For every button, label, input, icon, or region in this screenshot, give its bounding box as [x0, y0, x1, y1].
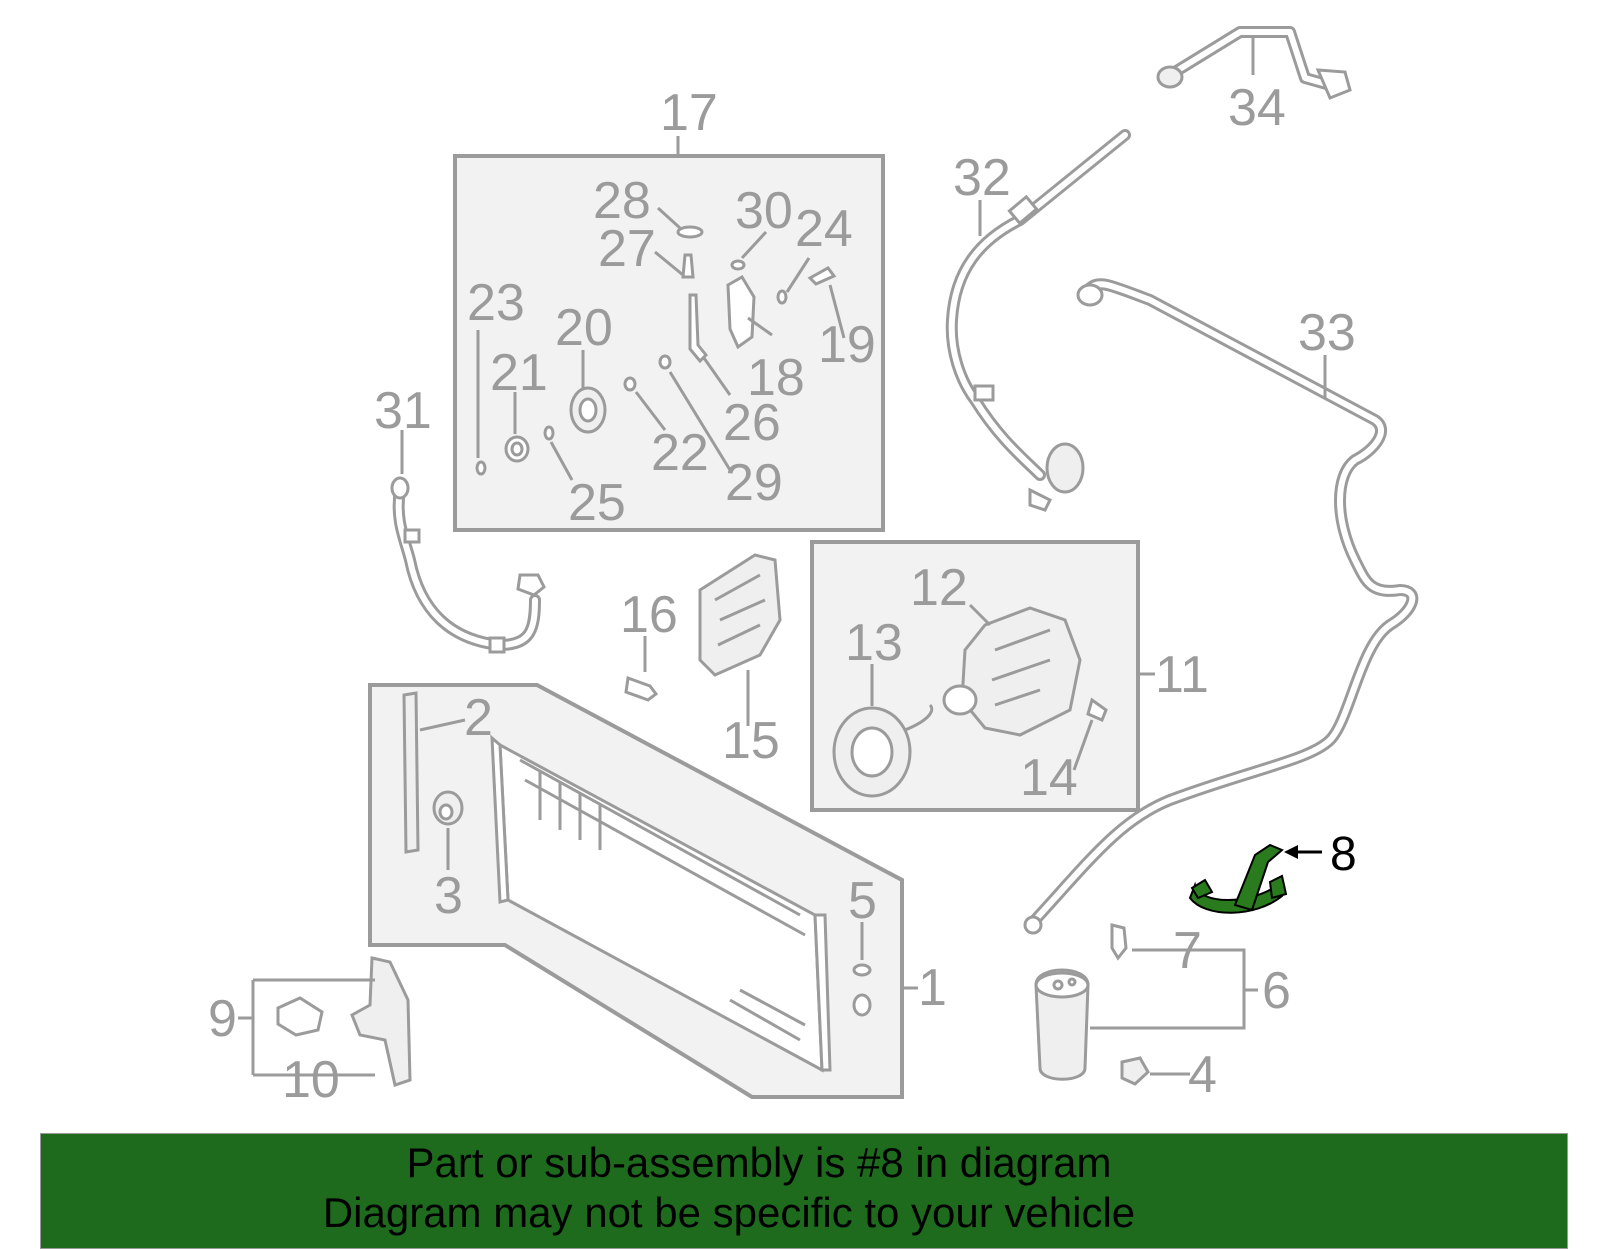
part-notice-banner: Part or sub-assembly is #8 in diagram Di…	[40, 1133, 1568, 1249]
receiver-drier-6: 7 6 4	[1034, 922, 1291, 1104]
hose-33: 33	[1023, 278, 1419, 935]
callout-31: 31	[374, 382, 432, 440]
callout-32: 32	[953, 149, 1011, 207]
part-26-valve	[688, 293, 709, 364]
banner-line-disclaimer: Diagram may not be specific to your vehi…	[322, 1189, 1136, 1236]
callout-11: 11	[1155, 646, 1209, 704]
callout-34: 34	[1228, 79, 1286, 137]
callout-29: 29	[725, 454, 783, 512]
compressor-11-box: 11 12 13 14	[810, 540, 1209, 812]
part-2-seal	[402, 691, 420, 854]
hose-34: 34	[1156, 26, 1352, 137]
callout-19: 19	[818, 316, 876, 374]
part-18-bracket	[726, 274, 756, 350]
part-30-oring	[730, 259, 746, 271]
hose-31: 31	[374, 382, 546, 654]
callout-26: 26	[723, 394, 781, 452]
callout-33: 33	[1298, 304, 1356, 362]
callout-3: 3	[434, 867, 463, 925]
callout-13: 13	[845, 614, 903, 672]
callout-23: 23	[467, 274, 525, 332]
kit-17-box: 17 28 27 30 24 19 18 2	[453, 84, 885, 532]
callout-16: 16	[620, 586, 678, 644]
part-28-oring	[676, 225, 704, 239]
callout-28: 28	[593, 172, 651, 230]
callout-20: 20	[555, 299, 613, 357]
part-16-clip	[624, 675, 659, 702]
callout-24: 24	[795, 200, 853, 258]
callout-27: 27	[598, 220, 656, 278]
part-19-bolt	[807, 266, 837, 286]
part-4-plug	[1120, 1056, 1150, 1086]
part-25-oring	[543, 425, 555, 441]
part-9-clip	[276, 996, 324, 1037]
callout-22: 22	[651, 424, 709, 482]
part-15-bracket	[698, 553, 782, 677]
callout-18: 18	[747, 349, 805, 407]
banner-line-part: Part or sub-assembly is #8 in diagram	[406, 1139, 1112, 1186]
part-22-oring	[623, 376, 637, 392]
callout-25: 25	[568, 474, 626, 532]
part-8-bracket: 8	[1188, 828, 1357, 914]
part-6-receiver-drier	[1034, 968, 1090, 1081]
part-23-oring	[475, 460, 487, 476]
callout-6: 6	[1262, 962, 1291, 1020]
callout-9: 9	[208, 990, 237, 1048]
callout-14: 14	[1020, 749, 1078, 807]
part-5-oring	[852, 963, 872, 977]
condenser-assembly: 1 5 2 3	[368, 683, 947, 1099]
hose-32: 32	[945, 129, 1131, 512]
callout-12: 12	[910, 559, 968, 617]
callout-10: 10	[282, 1051, 340, 1109]
callout-5: 5	[848, 872, 877, 930]
callout-1: 1	[918, 959, 947, 1017]
callout-21: 21	[490, 344, 548, 402]
part-29-oring	[658, 354, 672, 370]
callout-30: 30	[735, 182, 793, 240]
part-14-switch	[1086, 697, 1108, 722]
callout-2: 2	[464, 689, 493, 747]
part-10-bracket	[350, 956, 412, 1087]
callout-17: 17	[660, 84, 718, 142]
callout-7: 7	[1173, 922, 1202, 980]
parts-15-16: 15 16	[620, 553, 782, 770]
callout-8: 8	[1330, 828, 1357, 881]
callout-4: 4	[1188, 1046, 1217, 1104]
part-27-valve	[681, 253, 695, 279]
part-24-oring	[776, 289, 788, 305]
hose-32-fitting	[1045, 442, 1085, 494]
callout-15: 15	[722, 712, 780, 770]
parts-9-10: 9 10	[208, 956, 412, 1109]
part-7-switch	[1110, 923, 1128, 961]
